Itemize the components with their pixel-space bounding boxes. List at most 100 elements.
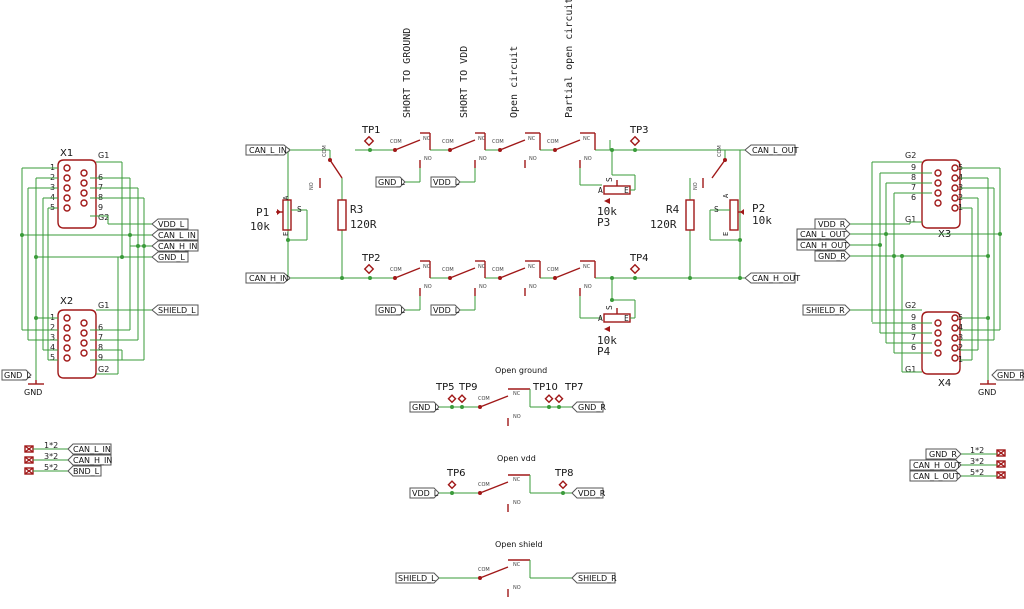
svg-text:9: 9 [911,163,916,172]
svg-text:NC: NC [423,264,431,270]
svg-text:3*2: 3*2 [44,452,58,461]
svg-text:NC: NC [478,264,486,270]
svg-text:COM: COM [390,139,402,145]
label-short-to-ground: SHORT TO GROUND [402,28,413,118]
relay-short-to-vdd-l: COM NC NO [442,132,487,183]
svg-text:2: 2 [50,323,55,332]
svg-text:X1: X1 [60,148,73,159]
svg-text:9: 9 [98,203,103,212]
svg-text:TP10: TP10 [532,382,558,393]
svg-text:CAN_H_IN: CAN_H_IN [249,274,288,283]
svg-text:CAN_L_OUT: CAN_L_OUT [752,146,799,155]
svg-text:CAN_L_IN: CAN_L_IN [249,146,287,155]
svg-text:CAN_H_OUT: CAN_H_OUT [800,241,848,250]
svg-text:NC: NC [513,477,521,483]
svg-text:SHIELD_L: SHIELD_L [158,306,196,315]
svg-text:5*2: 5*2 [970,468,984,477]
svg-text:X2: X2 [60,296,73,307]
svg-text:COM: COM [547,139,559,145]
svg-text:COM: COM [547,267,559,273]
svg-text:NO: NO [513,585,521,591]
relay-short-to-ground-h: COM NC NO [390,260,432,311]
test-point-tp2[interactable]: TP2 [361,253,381,275]
net-flag-gnd-l-top: GND_L [375,176,406,188]
net-flag-can-h-out: CAN_H_OUT [744,272,800,284]
svg-text:COM: COM [478,396,490,402]
svg-text:10k: 10k [597,334,617,347]
svg-text:G2: G2 [905,151,916,160]
svg-text:7: 7 [911,183,916,192]
svg-text:6: 6 [911,343,916,352]
net-flag-can-h-in: CAN_H_IN [245,272,291,284]
net-flag-can-l-in: CAN_L_IN [245,144,291,156]
svg-text:6: 6 [911,193,916,202]
svg-text:TP2: TP2 [361,253,381,264]
svg-text:GND: GND [24,388,42,397]
svg-text:4: 4 [50,343,55,352]
svg-text:A: A [598,314,603,323]
svg-text:NO: NO [513,500,521,506]
svg-text:120R: 120R [350,218,377,231]
svg-text:GND_L: GND_L [378,306,405,315]
svg-text:COM: COM [492,267,504,273]
svg-text:G1: G1 [98,151,109,160]
svg-text:P2: P2 [752,202,765,215]
relay-short-to-ground-l: COM NC NO [390,132,432,183]
svg-text:NO: NO [479,284,487,290]
svg-text:COM: COM [322,145,328,157]
svg-text:NC: NC [583,136,591,142]
test-point-tp1[interactable]: TP1 [361,125,381,147]
gnd-symbol-right: GND [978,380,996,397]
svg-text:SHIELD_R: SHIELD_R [806,306,845,315]
svg-text:GND_L: GND_L [158,253,185,262]
svg-text:8: 8 [911,173,916,182]
svg-text:NO: NO [584,284,592,290]
svg-text:G2: G2 [905,301,916,310]
svg-text:120R: 120R [650,218,677,231]
right-connector-wiring [850,161,1001,380]
svg-text:Open ground: Open ground [495,366,547,375]
svg-text:G1: G1 [905,215,916,224]
svg-text:S: S [605,305,614,310]
svg-text:4: 4 [958,323,963,332]
svg-text:P1: P1 [256,206,269,219]
open-ground-section: Open ground GND_L COM NC NO TP5 TP9 TP10… [409,366,606,426]
svg-text:SHIELD_L: SHIELD_L [398,574,436,583]
svg-text:X4: X4 [938,378,951,389]
svg-text:A: A [598,186,603,195]
jumpers-left: 1*2 3*2 5*2 CAN_L_IN CAN_H_IN BND_L [24,441,112,477]
svg-text:10k: 10k [752,214,772,227]
svg-text:7: 7 [911,333,916,342]
test-point-tp3[interactable]: TP3 [629,125,649,147]
svg-text:COM: COM [478,567,490,573]
svg-text:CAN_H_IN: CAN_H_IN [158,242,197,251]
svg-text:COM: COM [442,139,454,145]
test-point-tp4[interactable]: TP4 [629,253,649,275]
right-net-flags: VDD_R CAN_L_OUT CAN_H_OUT GND_R SHIELD_R… [796,218,1024,381]
svg-text:NO: NO [479,156,487,162]
left-net-flags: VDD_L CAN_L_IN CAN_H_IN GND_L SHIELD_L G… [1,218,199,381]
svg-text:COM: COM [442,267,454,273]
svg-text:VDD_R: VDD_R [818,220,846,229]
svg-text:TP7: TP7 [564,382,584,393]
relay-partial-open-h: COM NC NO [547,260,602,319]
svg-text:Open vdd: Open vdd [497,454,536,463]
svg-text:TP6: TP6 [446,468,466,479]
svg-text:S: S [714,205,719,214]
svg-text:8: 8 [911,323,916,332]
svg-text:E: E [624,186,629,195]
svg-text:3*2: 3*2 [970,457,984,466]
svg-text:GND_L: GND_L [4,371,31,380]
svg-text:2: 2 [958,343,963,352]
svg-text:GND_R: GND_R [997,371,1024,380]
svg-text:GND_L: GND_L [378,178,405,187]
svg-text:VDD_L: VDD_L [433,178,460,187]
svg-text:NO: NO [424,156,432,162]
svg-text:NO: NO [584,156,592,162]
svg-text:COM: COM [478,482,490,488]
relay-termination-left: COM NO [309,145,343,190]
can-l-line [290,140,745,151]
svg-text:VDD_L: VDD_L [158,220,185,229]
svg-text:NC: NC [513,391,521,397]
svg-text:NO: NO [529,284,537,290]
